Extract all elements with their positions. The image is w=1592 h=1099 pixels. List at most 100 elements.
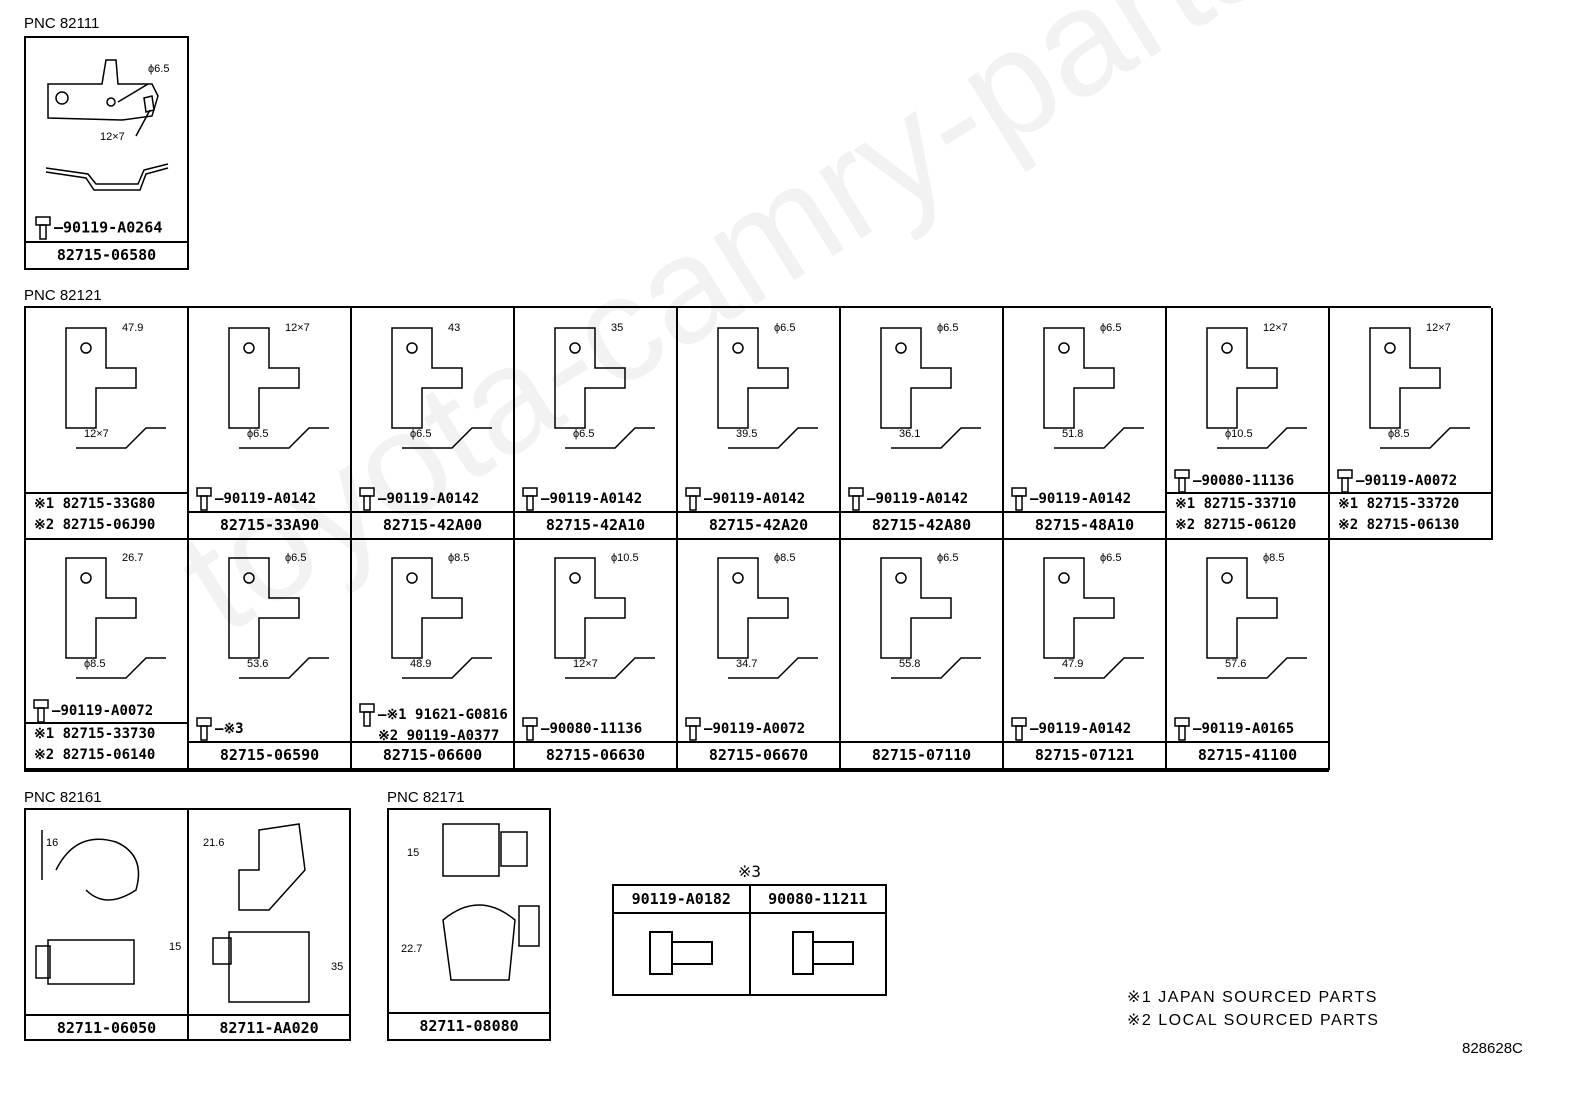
dim-label: ϕ6.5 [1100, 552, 1122, 564]
dim-label: ϕ6.5 [410, 428, 432, 440]
svg-text:22.7: 22.7 [401, 943, 422, 955]
dim-label: ϕ6.5 [774, 322, 796, 334]
dim-label: 12×7 [1263, 322, 1288, 334]
bolt-icon [1011, 487, 1027, 511]
bolt-icon [196, 487, 212, 511]
bolt-ref: —※1 91621-G0816※2 90119-A0377 [356, 702, 508, 744]
bolt-ref: —90119-A0072 [682, 716, 805, 742]
clamp-cell: 16 15 82711-06050 [26, 810, 189, 1041]
dim-label: ϕ8.5 [448, 552, 470, 564]
pnc-82111-title: PNC 82111 [24, 15, 100, 32]
dim-slot: 12×7 [100, 131, 125, 143]
dim-label: ϕ8.5 [84, 658, 106, 670]
dim-phi: ϕ6.5 [148, 63, 169, 75]
dim-label: 53.6 [247, 658, 269, 670]
bolt-icon [33, 699, 49, 723]
bracket-drawing [880, 557, 981, 679]
bolt-ref: —90119-A0142 [193, 486, 316, 512]
dim-label: ϕ6.5 [937, 552, 959, 564]
part-number: 82715-06590 [189, 741, 350, 768]
bracket-drawing [228, 327, 329, 449]
dim-label: 12×7 [573, 658, 598, 670]
dim-label: 55.8 [899, 658, 921, 670]
note3-title: ※3 [738, 862, 762, 881]
dim-label: 39.5 [736, 428, 758, 440]
dim-label: 47.9 [122, 322, 144, 334]
dim-label: ϕ6.5 [1100, 322, 1122, 334]
bolt-ref: —90119-A0072 [1334, 468, 1457, 494]
part-number-pair: ※1 82715-33730※2 82715-06140 [26, 722, 187, 768]
bolt-icon [1174, 717, 1190, 741]
dim-label: ϕ8.5 [1263, 552, 1285, 564]
bracket-drawing [1043, 327, 1144, 449]
svg-text:15: 15 [407, 847, 419, 859]
dim-label: 34.7 [736, 658, 758, 670]
bolt-ref: —※3 [193, 716, 244, 742]
dim-label: 26.7 [122, 552, 144, 564]
part-number: 82715-06630 [515, 741, 676, 768]
pnc-82161-panel: 16 15 82711-06050 21.6 35 82711-AA020 [24, 808, 351, 1041]
dim-label: ϕ10.5 [611, 552, 639, 564]
bolt-icon [685, 717, 701, 741]
dim-label: 12×7 [285, 322, 310, 334]
bracket-drawing [1206, 327, 1307, 449]
part-number: 82715-06600 [352, 741, 513, 768]
part-number: 82715-42A10 [515, 511, 676, 538]
dim-label: 36.1 [899, 428, 921, 440]
part-number: 82715-06670 [678, 741, 839, 768]
part-number: 82715-48A10 [1004, 511, 1165, 538]
bolt-ref: —90119-A0142 [1008, 486, 1131, 512]
svg-text:21.6: 21.6 [203, 837, 224, 849]
part-cell: 26.7 ϕ8.5 —90119-A0072※1 82715-33730※2 827… [26, 538, 189, 770]
bracket-drawing [391, 557, 492, 679]
part-number-pair: ※1 82715-33710※2 82715-06120 [1167, 492, 1328, 538]
part-number: 82711-06050 [26, 1014, 187, 1041]
part-number: 82715-33A90 [189, 511, 350, 538]
dim-label: ϕ10.5 [1225, 428, 1253, 440]
bracket-drawing: ϕ6.5 12×7 [45, 59, 169, 191]
bracket-drawing [65, 557, 166, 679]
bolt-icon [359, 487, 375, 511]
part-number: 82715-42A00 [352, 511, 513, 538]
dim-label: 43 [448, 322, 461, 334]
bracket-drawing [880, 327, 981, 449]
dim-label: ϕ6.5 [247, 428, 269, 440]
bolt-icon [685, 487, 701, 511]
bolt-icon [1011, 717, 1027, 741]
bracket-drawing [1206, 557, 1307, 679]
svg-text:35: 35 [331, 961, 343, 973]
clamp-cell: 21.6 35 82711-AA020 [189, 810, 351, 1041]
bolt-ref: —90119-A0165 [1171, 716, 1294, 742]
bolt-ref: —90119-A0072 [30, 698, 153, 724]
dim-label: 47.9 [1062, 658, 1084, 670]
part-number: 82715-07121 [1004, 741, 1165, 768]
pnc-82111-panel: ϕ6.5 12×7 —90119-A0264 82715-06580 [24, 36, 189, 270]
part-number: 82715-42A80 [841, 511, 1002, 538]
dim-label: 57.6 [1225, 658, 1247, 670]
dim-label: 48.9 [410, 658, 432, 670]
pnc-82171-title: PNC 82171 [387, 789, 465, 806]
bracket-drawing [1369, 327, 1470, 449]
bracket-drawing [1043, 557, 1144, 679]
dim-label: ϕ8.5 [774, 552, 796, 564]
legend-2: ※2 LOCAL SOURCED PARTS [1127, 1012, 1380, 1029]
bolt-icon [522, 487, 538, 511]
dim-label: ϕ8.5 [1388, 428, 1410, 440]
part-number-pair: ※1 82715-33720※2 82715-06130 [1330, 492, 1491, 538]
part-number: 82715-41100 [1167, 741, 1328, 768]
bolt-ref: —90119-A0142 [356, 486, 479, 512]
dim-label: ϕ6.5 [285, 552, 307, 564]
bolt-icon [1174, 469, 1190, 493]
dim-label: ϕ6.5 [573, 428, 595, 440]
bolt-ref: —90080-11136 [519, 716, 642, 742]
